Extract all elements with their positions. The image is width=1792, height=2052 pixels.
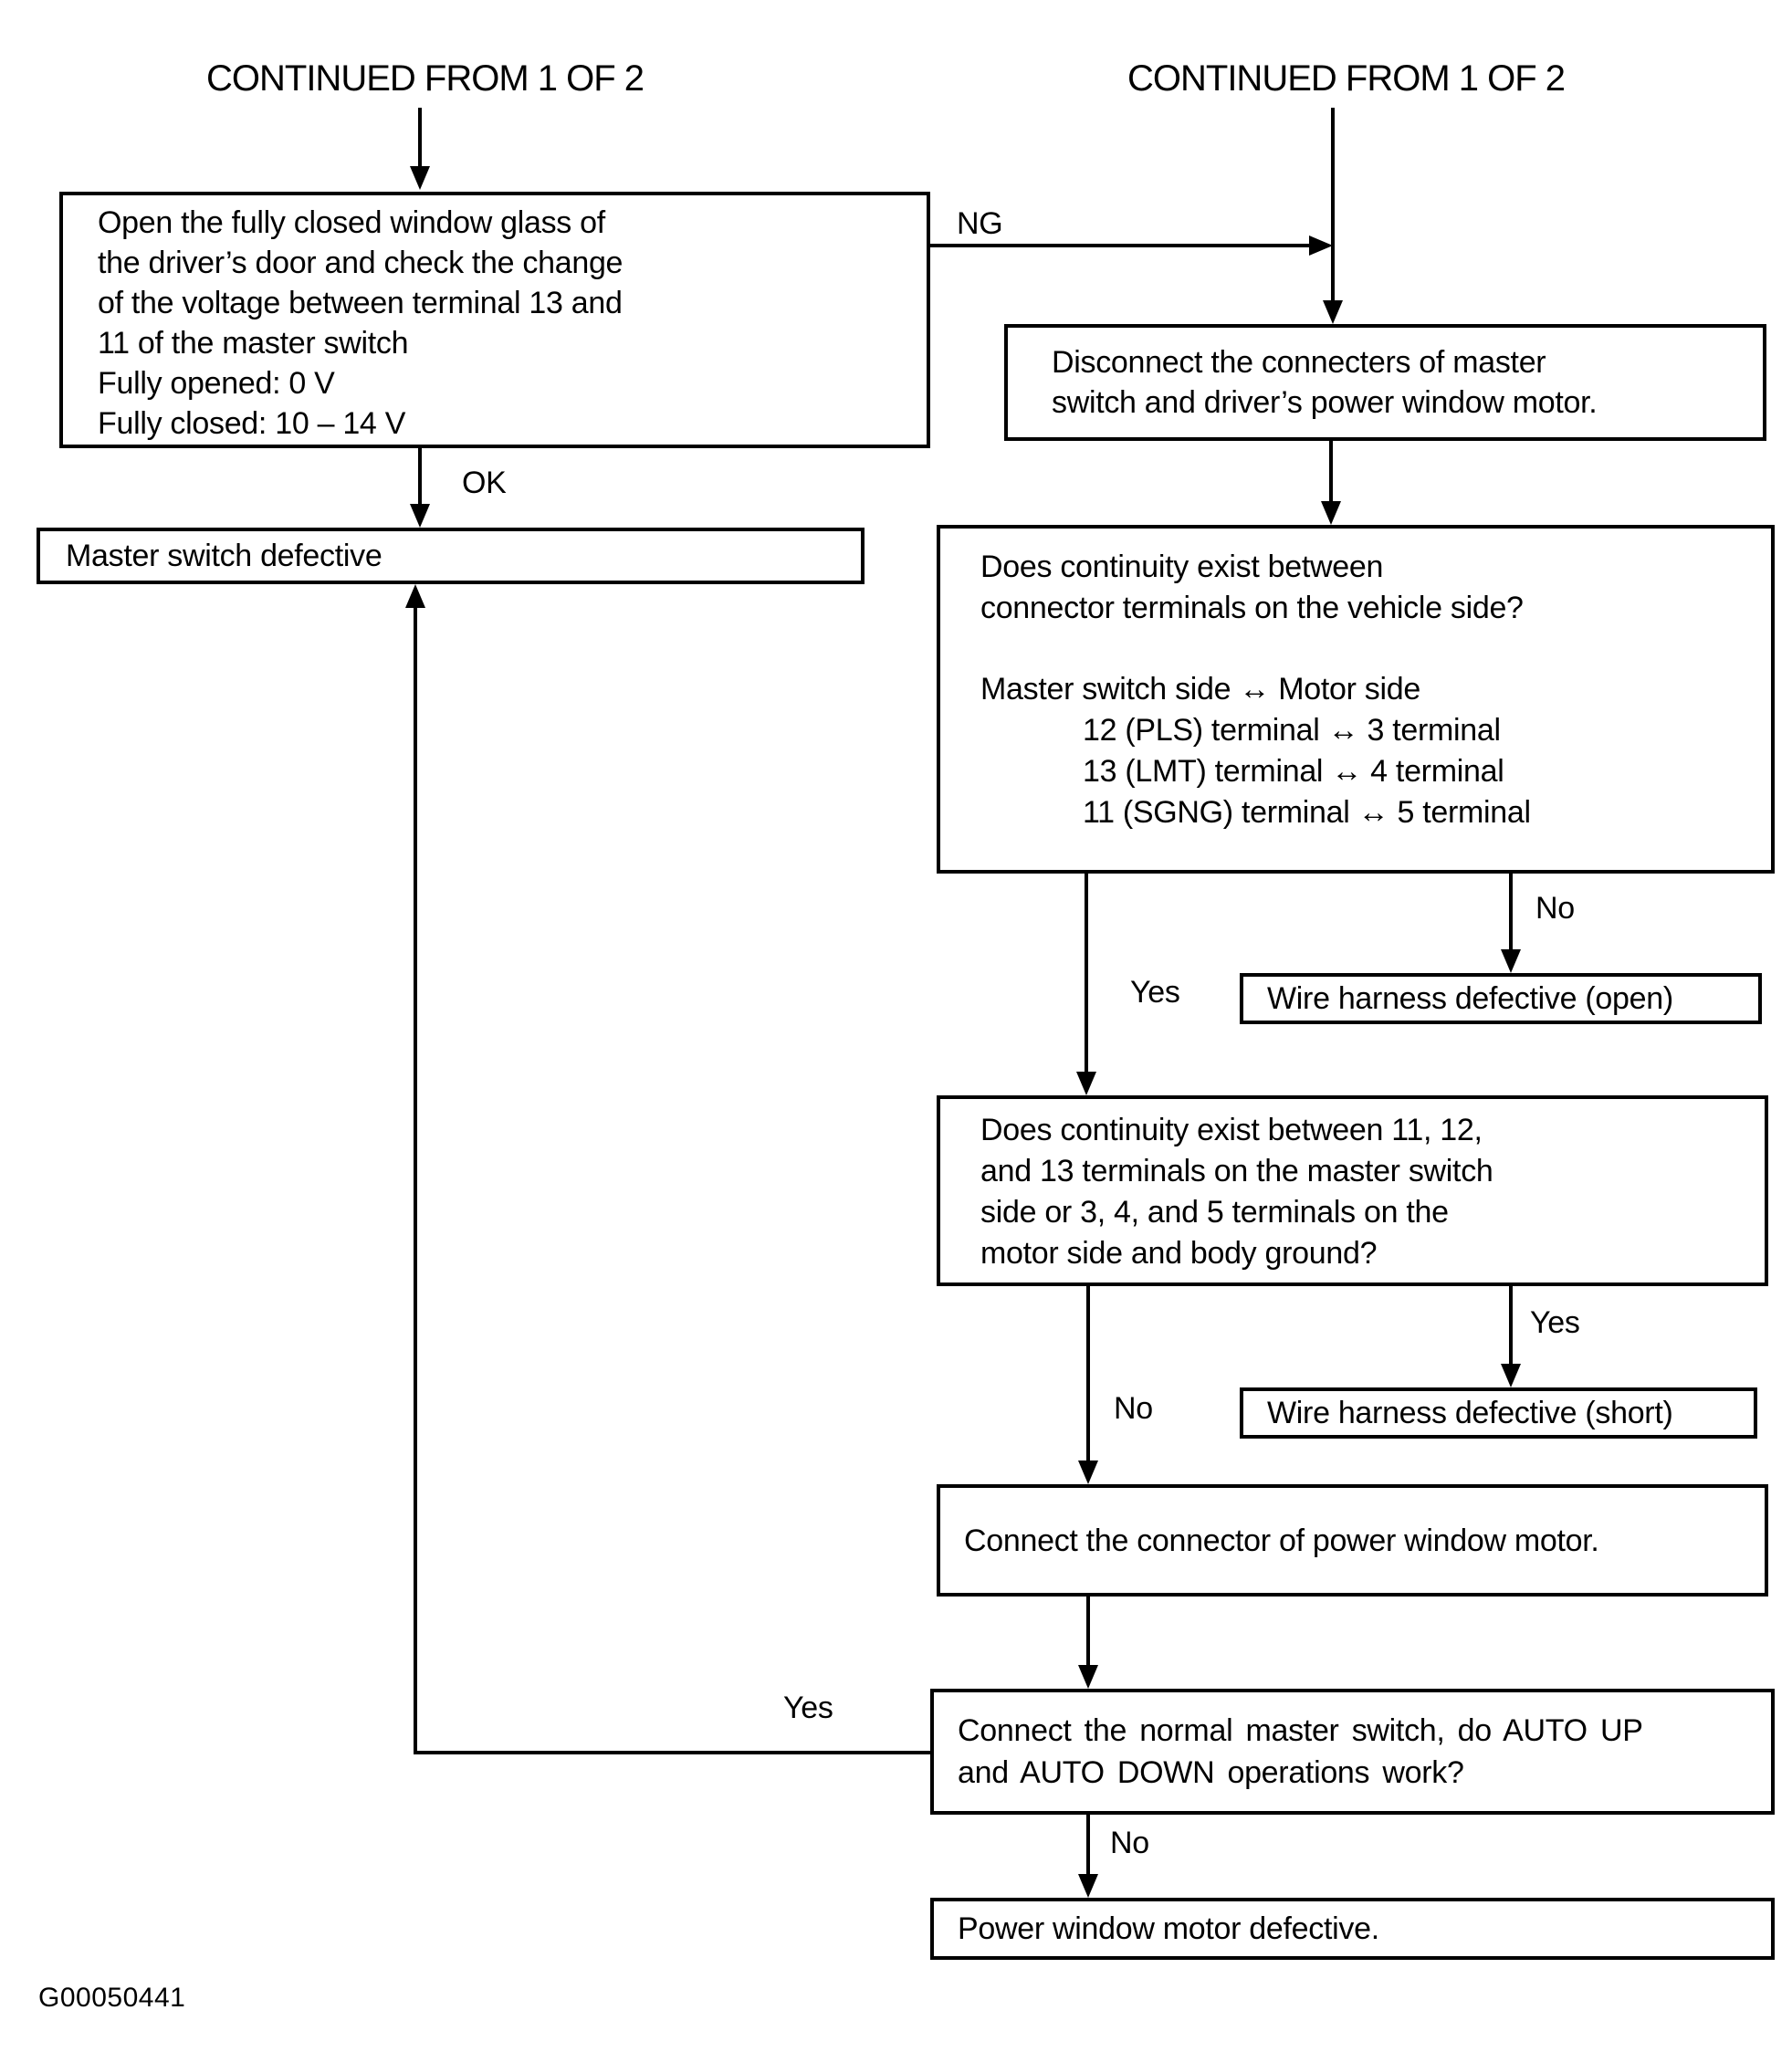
arrowhead-down-icon: [410, 166, 430, 190]
node-auto-up-down-check: Connect the normal master switch, do AUT…: [930, 1689, 1775, 1815]
arrowhead-down-icon: [1323, 300, 1343, 324]
node-check-window-voltage-text: Open the fully closed window glass of th…: [98, 205, 624, 441]
arrowhead-down-icon: [1078, 1460, 1098, 1484]
label-ok: OK: [462, 466, 507, 500]
node-wire-harness-short: Wire harness defective (short): [1240, 1387, 1757, 1439]
node-connect-motor-connector-text: Connect the connector of power window mo…: [964, 1523, 1599, 1558]
arrowhead-right-icon: [1309, 236, 1333, 256]
node-motor-defective: Power window motor defective.: [930, 1898, 1775, 1960]
node-check-window-voltage: Open the fully closed window glass of th…: [59, 192, 930, 448]
label-no-continuity: No: [1535, 891, 1575, 926]
node-master-switch-defective: Master switch defective: [37, 528, 865, 584]
node-continuity-vehicle-side-mapping-title: Master switch side ↔ Motor side: [980, 672, 1420, 707]
node-auto-up-down-check-text: Connect the normal master switch, do AUT…: [958, 1713, 1643, 1790]
edge-header-left-to-check-box: [418, 108, 422, 166]
continued-from-right-label: CONTINUED FROM 1 OF 2: [1127, 58, 1566, 99]
node-continuity-body-ground: Does continuity exist between 11, 12, an…: [937, 1095, 1768, 1286]
arrowhead-down-icon: [1501, 949, 1521, 973]
edge-disconnect-to-continuity-vehicle: [1329, 441, 1333, 501]
node-motor-defective-text: Power window motor defective.: [958, 1911, 1379, 1946]
node-disconnect-connectors: Disconnect the connecters of master swit…: [1004, 324, 1766, 441]
label-yes-loop: Yes: [783, 1691, 833, 1725]
node-continuity-body-ground-text: Does continuity exist between 11, 12, an…: [980, 1113, 1493, 1271]
node-continuity-vehicle-side-mapping: 12 (PLS) terminal ↔ 3 terminal 13 (LMT) …: [1083, 713, 1531, 830]
label-yes-short: Yes: [1530, 1305, 1580, 1340]
arrowhead-down-icon: [1321, 501, 1341, 525]
node-connect-motor-connector: Connect the connector of power window mo…: [937, 1484, 1768, 1597]
arrowhead-up-icon: [405, 584, 425, 608]
figure-code: G00050441: [38, 1983, 186, 2013]
edge-auto-check-no-to-motor-defective: [1086, 1815, 1090, 1874]
node-wire-harness-open-text: Wire harness defective (open): [1267, 981, 1673, 1016]
node-wire-harness-short-text: Wire harness defective (short): [1267, 1396, 1673, 1430]
edge-ground-no-to-connect-connector: [1086, 1286, 1090, 1460]
arrowhead-down-icon: [1076, 1072, 1096, 1095]
edge-ng-branch: [930, 244, 1309, 247]
edge-check-box-to-master-defective: [418, 448, 422, 504]
edge-continuity-yes-to-ground-check: [1085, 874, 1088, 1072]
node-continuity-vehicle-side-question: Does continuity exist between connector …: [980, 550, 1524, 625]
edge-continuity-no-to-harness-open: [1509, 874, 1513, 949]
arrowhead-down-icon: [1078, 1874, 1098, 1898]
label-ng: NG: [957, 206, 1003, 241]
edge-ground-yes-to-harness-short: [1509, 1286, 1513, 1364]
continued-from-left-label: CONTINUED FROM 1 OF 2: [206, 58, 644, 99]
node-continuity-vehicle-side: Does continuity exist between connector …: [937, 525, 1775, 874]
arrowhead-down-icon: [410, 504, 430, 528]
node-wire-harness-open: Wire harness defective (open): [1240, 973, 1762, 1024]
label-no-ground: No: [1114, 1391, 1153, 1426]
arrowhead-down-icon: [1078, 1665, 1098, 1689]
edge-header-right-to-disconnect-box: [1331, 108, 1335, 300]
node-disconnect-connectors-text: Disconnect the connecters of master swit…: [1052, 345, 1598, 420]
label-no-auto: No: [1110, 1826, 1149, 1860]
edge-connect-connector-to-auto-check: [1086, 1597, 1090, 1665]
edge-auto-check-yes-horizontal: [414, 1751, 930, 1754]
arrowhead-down-icon: [1501, 1364, 1521, 1387]
edge-auto-check-yes-vertical: [414, 608, 417, 1754]
label-yes-continuity: Yes: [1130, 975, 1180, 1010]
node-master-switch-defective-text: Master switch defective: [66, 539, 383, 573]
